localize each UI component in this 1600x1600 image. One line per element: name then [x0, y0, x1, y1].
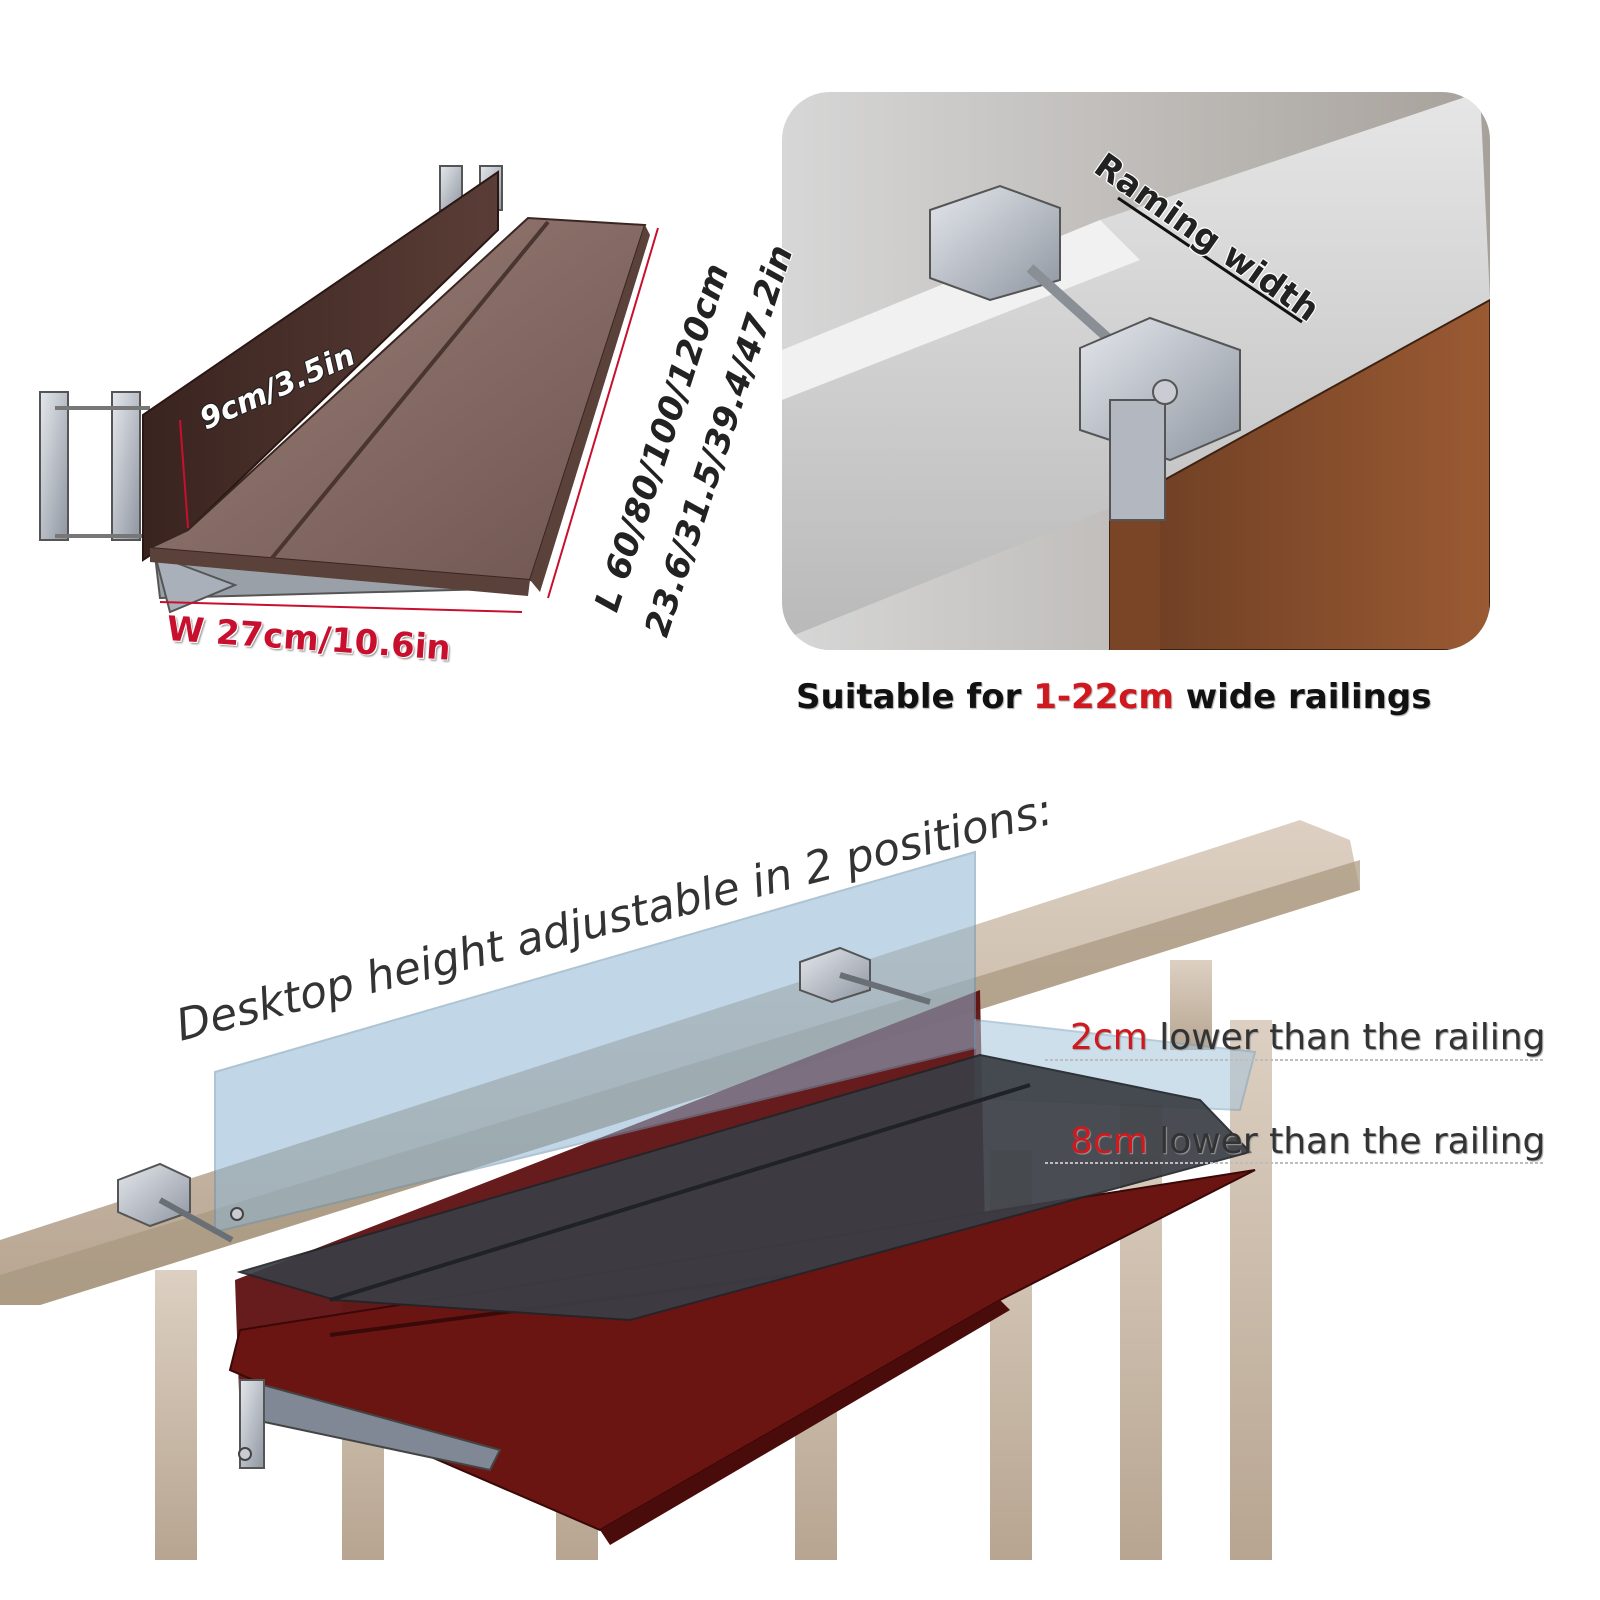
position-label-lower: 8cm lower than the railing — [1070, 1124, 1545, 1160]
position-label-upper: 2cm lower than the railing — [1070, 1020, 1545, 1056]
caption-highlight: 1-22cm — [1033, 677, 1174, 717]
clamp-photo — [782, 92, 1490, 650]
shelf-product-image — [39, 165, 659, 614]
position-value: 2cm — [1070, 1017, 1148, 1058]
position-text: lower than the railing — [1147, 1121, 1546, 1162]
railing-width-caption: Suitable for 1-22cm wide railings — [796, 680, 1431, 714]
caption-suffix: wide railings — [1173, 677, 1432, 717]
railing-scene — [0, 820, 1545, 1560]
position-value: 8cm — [1070, 1121, 1148, 1162]
position-text: lower than the railing — [1147, 1017, 1546, 1058]
caption-prefix: Suitable for — [796, 677, 1034, 717]
